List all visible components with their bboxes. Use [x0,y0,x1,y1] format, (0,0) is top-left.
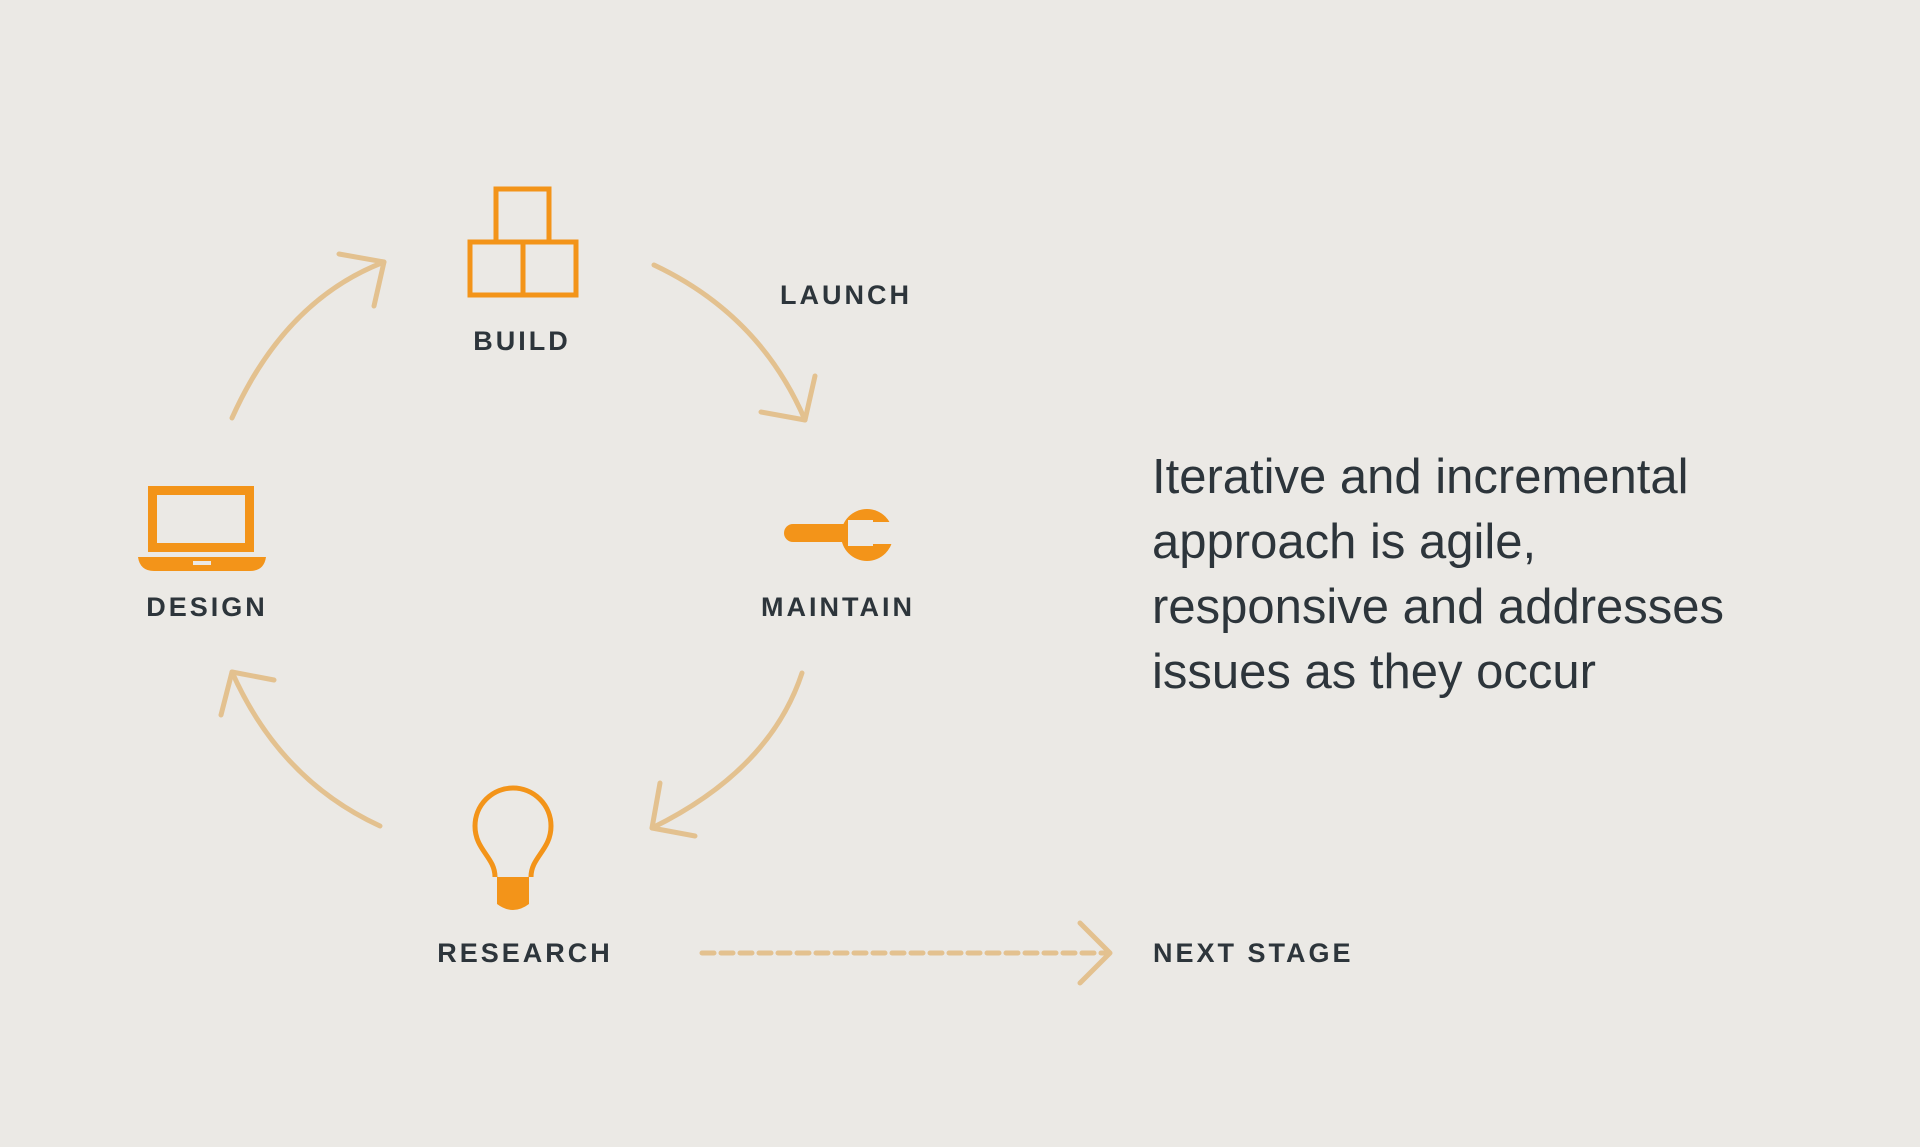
research-label: RESEARCH [437,938,613,968]
description-line: responsive and addresses [1152,580,1725,634]
wrench-icon [784,509,897,561]
laptop-icon [138,486,266,571]
arrow-maintain-to-research [649,670,805,839]
design-label: DESIGN [146,592,268,622]
arrow-research-to-design [218,669,383,829]
maintain-label: MAINTAIN [761,592,915,622]
arrow-next-stage [699,920,1113,986]
arrow-design-to-build [229,251,387,421]
stacked-boxes-icon [467,186,579,298]
arrow-build-to-maintain [651,262,818,423]
next-stage-label: NEXT STAGE [1153,938,1354,968]
build-label: BUILD [473,326,571,356]
lightbulb-icon [472,785,554,910]
launch-label: LAUNCH [780,280,912,310]
description-line: issues as they occur [1152,645,1596,699]
description-line: approach is agile, [1152,515,1537,569]
description-line: Iterative and incremental [1152,450,1689,504]
description-text: Iterative and incremental approach is ag… [1152,445,1852,705]
